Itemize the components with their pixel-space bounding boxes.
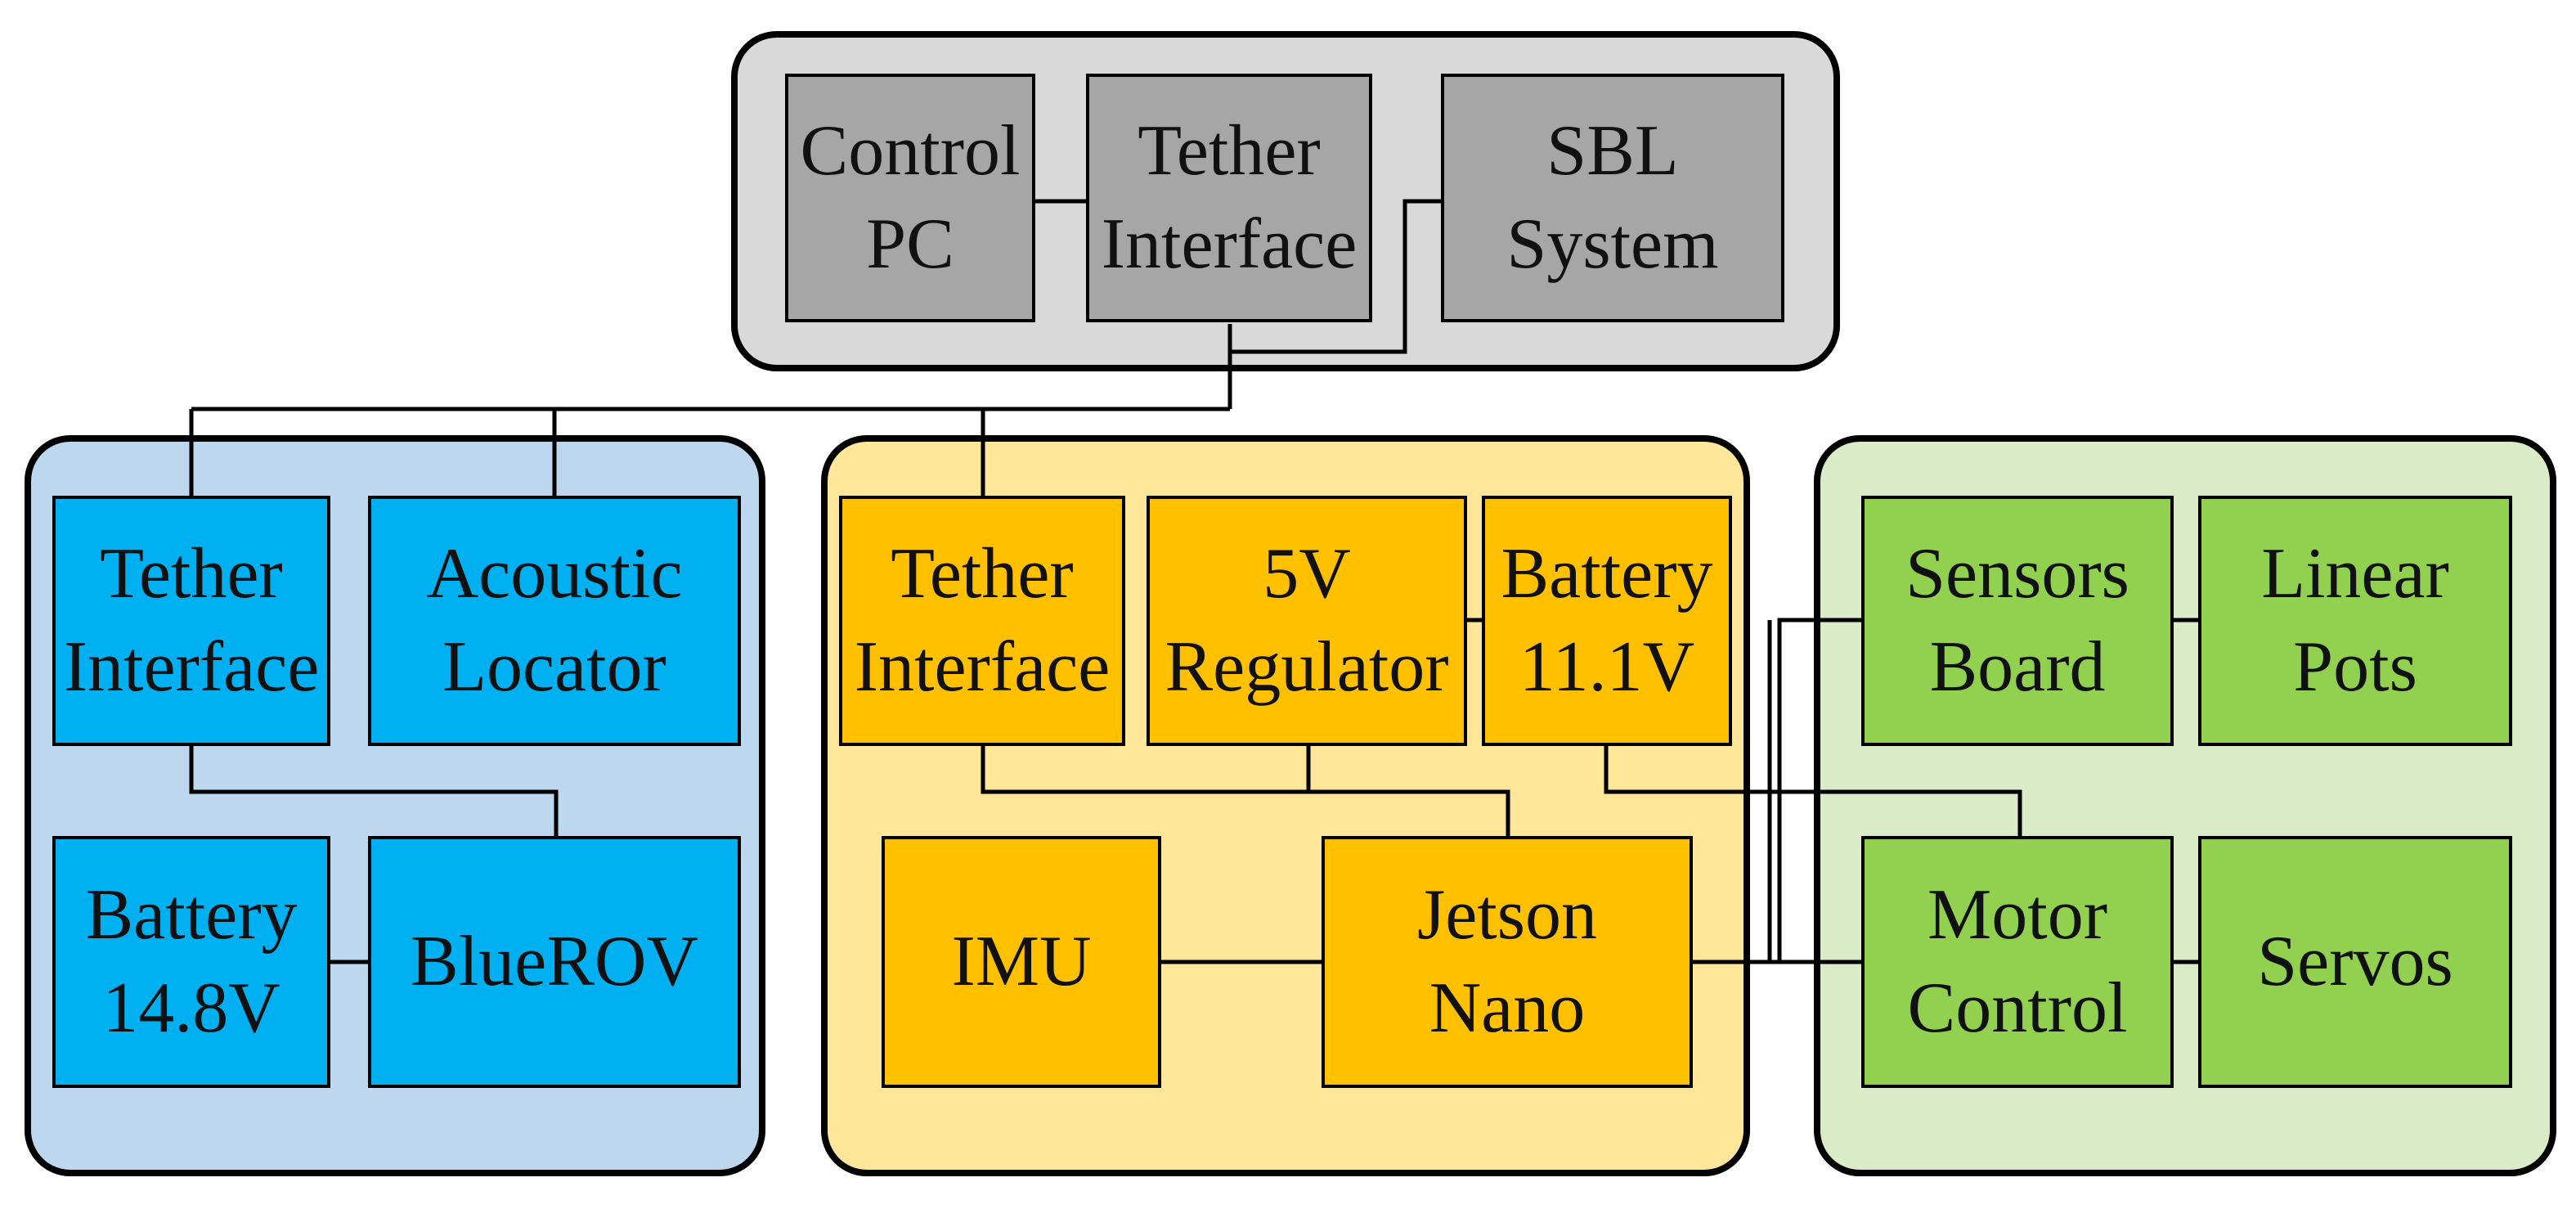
wire-jetson-sensors-board-a — [1777, 618, 1863, 962]
linear-pots-block: Linear Pots — [2198, 496, 2512, 746]
wire-electronics-tether-jetson — [981, 744, 1510, 838]
bluerov-tether-interface-block: Tether Interface — [52, 496, 330, 746]
battery-11v1-block: Battery 11.1V — [1482, 496, 1732, 746]
regulator-5v-block: 5V Regulator — [1147, 496, 1467, 746]
servos-block: Servos — [2198, 836, 2512, 1088]
motor-control-block: Motor Control — [1861, 836, 2174, 1088]
jetson-nano-block: Jetson Nano — [1322, 836, 1693, 1088]
imu-block: IMU — [882, 836, 1161, 1088]
acoustic-locator-block: Acoustic Locator — [368, 496, 741, 746]
wire-sbl-tether — [1230, 199, 1443, 354]
surface-tether-interface-block: Tether Interface — [1086, 74, 1372, 322]
sbl-system-block: SBL System — [1441, 74, 1784, 322]
wire-bluerov-tether-bluerov — [189, 744, 559, 838]
wire-battery-motor-control — [1604, 744, 2022, 838]
control-pc-block: Control PC — [785, 74, 1035, 322]
electronics-tether-interface-block: Tether Interface — [839, 496, 1125, 746]
sensors-board-block: Sensors Board — [1861, 496, 2174, 746]
battery-14v8-block: Battery 14.8V — [52, 836, 330, 1088]
bluerov-block: BlueROV — [368, 836, 741, 1088]
